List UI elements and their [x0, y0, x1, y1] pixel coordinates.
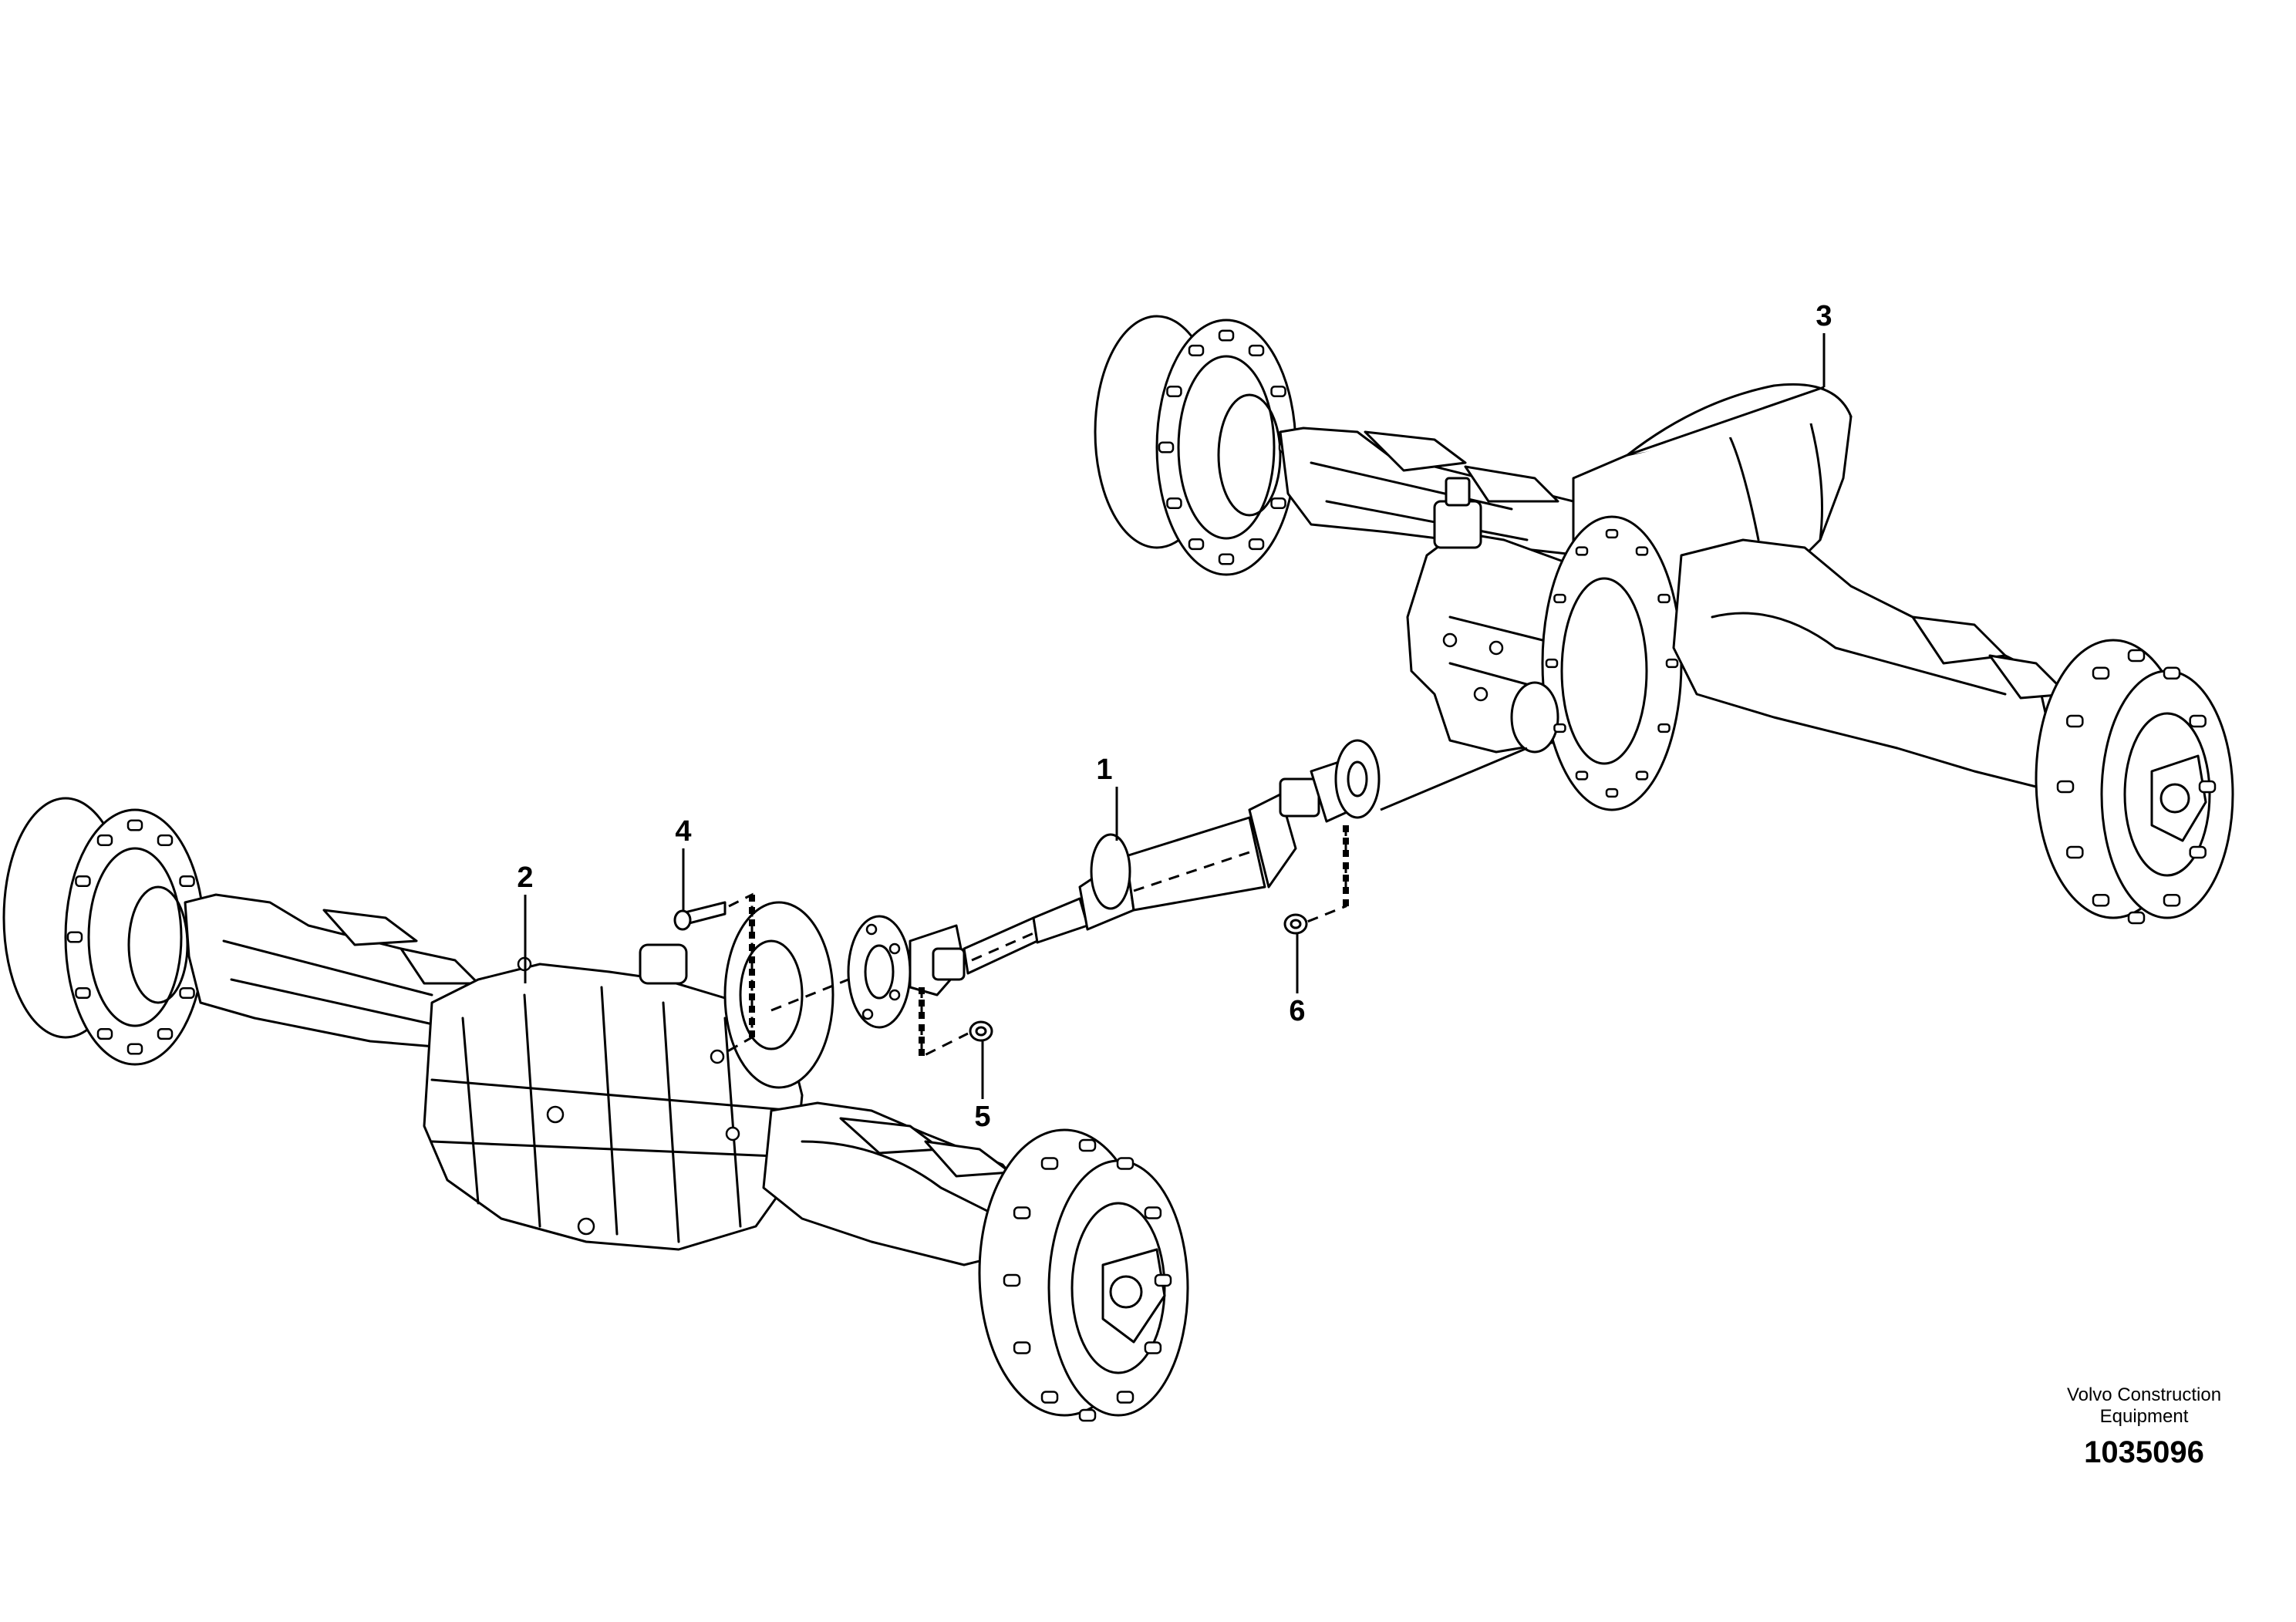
- wheel-stud: [1545, 658, 1559, 669]
- callout-number-3: 3: [1816, 300, 1832, 332]
- wheel-stud: [2066, 845, 2084, 859]
- wheel-stud: [2198, 780, 2217, 794]
- wheel-stud: [1158, 441, 1175, 454]
- callout-4: 4: [675, 815, 692, 910]
- front-axle-right-hub: [978, 1128, 1189, 1422]
- wheel-stud: [1013, 1341, 1031, 1354]
- wheel-stud: [2163, 666, 2181, 680]
- wheel-stud: [1575, 771, 1589, 781]
- wheel-stud: [2189, 714, 2207, 728]
- callout-1: 1: [1096, 754, 1118, 841]
- wheel-stud: [2092, 893, 2110, 907]
- callout-2: 2: [517, 862, 534, 983]
- wheel-stud: [2189, 845, 2207, 859]
- wheel-stud: [126, 819, 143, 831]
- manufacturer-name-line-1: Volvo Construction: [2066, 1384, 2222, 1405]
- wheel-stud: [1188, 344, 1205, 356]
- wheel-stud: [1166, 497, 1182, 510]
- wheel-stud: [96, 834, 113, 846]
- wheel-stud: [1040, 1391, 1059, 1404]
- wheel-stud: [2056, 780, 2075, 794]
- wheel-stud: [1078, 1408, 1097, 1422]
- wheel-stud: [1040, 1157, 1059, 1170]
- wheel-stud: [1270, 385, 1286, 398]
- wheel-stud: [1218, 553, 1235, 565]
- wheel-stud: [1166, 385, 1182, 398]
- callout-5: 5: [974, 1041, 991, 1133]
- manufacturer-name-line-2: Equipment: [2099, 1406, 2189, 1427]
- rear-axle-left-hub: [1094, 315, 1297, 576]
- wheel-stud: [1188, 538, 1205, 551]
- manufacturer-watermark: Volvo Construction Equipment 1035096: [2021, 1384, 2267, 1470]
- wheel-stud: [179, 986, 195, 1000]
- wheel-stud: [1635, 546, 1649, 556]
- wheel-stud: [1575, 546, 1589, 556]
- flange-bolt: [673, 901, 727, 931]
- wheel-stud: [2127, 649, 2146, 663]
- wheel-stud: [1013, 1206, 1031, 1219]
- wheel-stud: [1553, 593, 1566, 604]
- wheel-stud: [1248, 344, 1265, 356]
- wheel-stud: [1144, 1341, 1162, 1354]
- wheel-stud: [75, 986, 91, 1000]
- front-axle-assembly: [2, 797, 1189, 1422]
- callout-number-5: 5: [974, 1101, 990, 1133]
- rear-axle-right-hub: [2035, 639, 2234, 925]
- wheel-stud: [1218, 329, 1235, 342]
- wheel-stud: [2163, 893, 2181, 907]
- wheel-stud: [1154, 1273, 1172, 1287]
- wheel-stud: [1605, 787, 1619, 798]
- callout-6: 6: [1289, 933, 1306, 1027]
- drawing-number: 1035096: [2084, 1435, 2204, 1469]
- wheel-stud: [126, 1043, 143, 1055]
- propeller-shaft: [770, 739, 1528, 1029]
- wheel-stud: [1248, 538, 1265, 551]
- front-axle-left-hub: [2, 797, 206, 1066]
- callout-number-4: 4: [675, 815, 691, 848]
- wheel-stud: [1657, 593, 1671, 604]
- wheel-stud: [66, 931, 83, 943]
- wheel-stud: [75, 875, 91, 888]
- wheel-stud: [2092, 666, 2110, 680]
- wheel-stud: [1657, 723, 1671, 733]
- wheel-stud: [157, 1028, 174, 1040]
- wheel-stud: [179, 875, 195, 888]
- wheel-stud: [1078, 1138, 1097, 1152]
- wheel-stud: [1270, 497, 1286, 510]
- flange-nut-front: [969, 1020, 993, 1042]
- wheel-stud: [1116, 1391, 1135, 1404]
- wheel-stud: [1665, 658, 1679, 669]
- flange-nut-rear: [1283, 913, 1308, 935]
- wheel-stud: [157, 834, 174, 846]
- wheel-stud: [1635, 771, 1649, 781]
- wheel-stud: [1605, 528, 1619, 539]
- wheel-stud: [96, 1028, 113, 1040]
- callout-3: 3: [1627, 300, 1832, 457]
- fasteners: [673, 825, 1349, 1059]
- wheel-stud: [2127, 911, 2146, 925]
- callout-number-1: 1: [1096, 754, 1112, 786]
- wheel-stud: [1003, 1273, 1021, 1287]
- wheel-stud: [1144, 1206, 1162, 1219]
- rear-axle-assembly: [1094, 315, 2234, 925]
- wheel-stud: [2066, 714, 2084, 728]
- wheel-stud: [1553, 723, 1566, 733]
- callout-number-6: 6: [1289, 995, 1305, 1027]
- wheel-stud: [1116, 1157, 1135, 1170]
- callout-number-2: 2: [517, 862, 533, 894]
